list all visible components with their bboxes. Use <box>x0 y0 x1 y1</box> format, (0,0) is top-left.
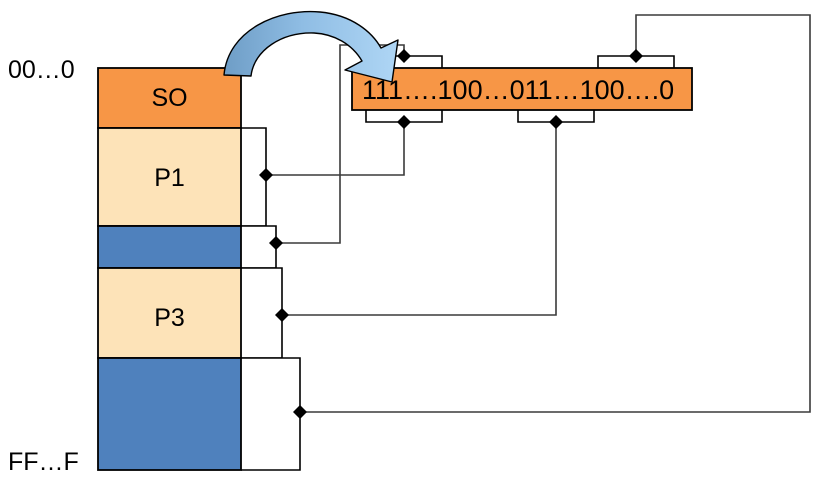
connector-free1-to-word <box>276 44 405 244</box>
diamond-marker-word-top-right <box>629 49 643 63</box>
connector-network <box>266 14 811 413</box>
memory-column: SO P1 P3 <box>97 67 242 471</box>
bitmap-word-rect[interactable] <box>351 67 693 111</box>
diamond-marker-free2 <box>293 405 307 419</box>
diamond-marker-p1 <box>259 168 273 182</box>
diamond-marker-word-bottom-left <box>397 115 411 129</box>
connector-p3-to-word <box>282 122 557 316</box>
memory-block-free2[interactable] <box>97 357 242 471</box>
diamond-marker-word-top-left <box>397 49 411 63</box>
memory-block-so[interactable] <box>97 67 242 129</box>
block-bracket-group <box>241 127 301 471</box>
diamond-marker-p3 <box>275 308 289 322</box>
bracket-free1 <box>241 225 277 269</box>
memory-block-p3-label: P3 <box>154 304 185 332</box>
diamond-marker-free1 <box>269 236 283 250</box>
diamond-marker-word-bottom-right <box>549 115 563 129</box>
address-label-bottom: FF…F <box>8 448 79 476</box>
memory-block-free1[interactable] <box>97 225 242 269</box>
memory-block-p1[interactable] <box>97 127 242 227</box>
bitmap-word-text: 111….100…011…100….0 <box>362 75 674 105</box>
bitmap-word-box[interactable]: 111….100…011…100….0 <box>351 67 693 111</box>
bracket-p3 <box>241 267 283 359</box>
memory-block-p3[interactable] <box>97 267 242 359</box>
copy-arrow-shape <box>223 10 399 83</box>
address-label-top: 00…0 <box>8 56 75 84</box>
memory-block-so-label: SO <box>151 84 187 112</box>
copy-arrow-icon <box>223 10 399 83</box>
connector-diamond-group <box>259 49 643 419</box>
bracket-free2 <box>241 357 301 471</box>
memory-block-p1-label: P1 <box>154 164 185 192</box>
connector-p1-to-word <box>266 122 405 176</box>
connector-free2-to-word <box>300 14 811 413</box>
